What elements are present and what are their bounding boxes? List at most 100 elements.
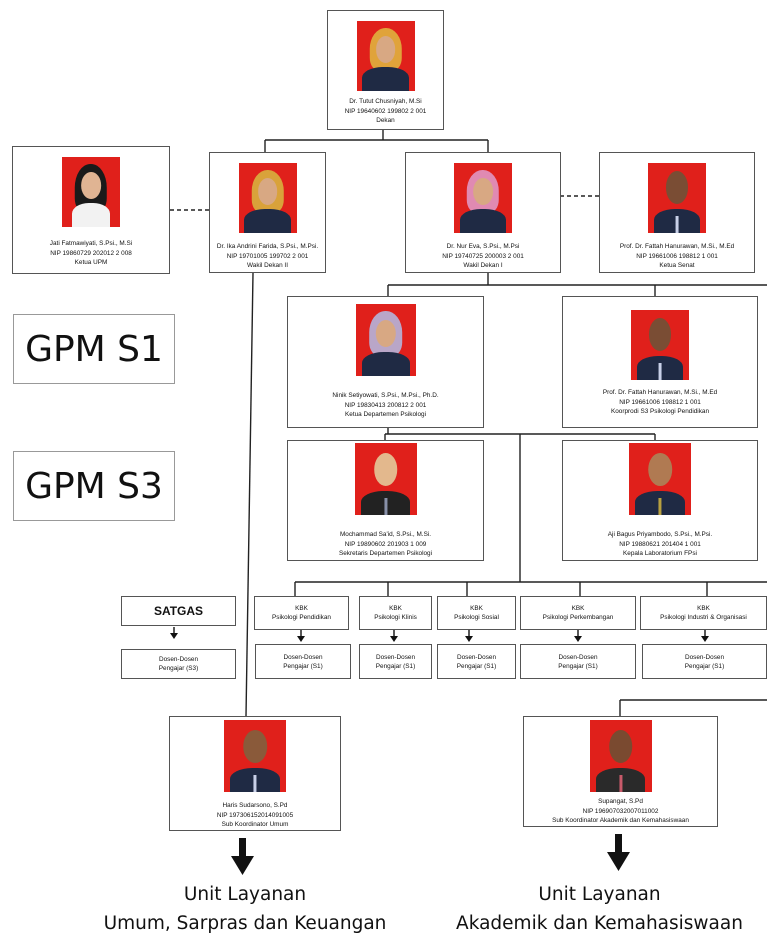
kbk-box-sosial: KBK Psikologi Sosial [437,596,516,630]
kepala-lab-role: Kepala Laboratorium FPsi [623,550,697,558]
ketua-upm-role: Ketua UPM [74,259,108,267]
kbk-prefix: KBK [571,605,585,612]
subkoor-akademik-card: Supangat, S.Pd NIP 196907032007011002 Su… [523,716,718,827]
satgas-dosen-line-2: Pengajar (S3) [158,665,199,672]
satgas-label: SATGAS [153,604,204,618]
sekretaris-name: Mochammad Sa'id, S.Psi., M.Si. [339,531,432,538]
satgas-box: SATGAS [121,596,236,626]
kbk-dosen-box-sosial: Dosen-Dosen Pengajar (S1) [437,644,516,679]
dekan-photo [356,21,415,91]
kbk-name: Psikologi Pendidikan [272,614,331,621]
wakil-dekan-2-card: Dr. Ika Andrini Farida, S.Psi., M.Psi. N… [209,152,326,273]
kbk-box-klinis: KBK Psikologi Klinis [359,596,432,630]
subkoor-umum-nip: NIP 197306152014091005 [216,811,294,819]
subkoor-akademik-nip: NIP 196907032007011002 [582,807,659,815]
kbk-prefix: KBK [295,605,308,612]
wakil-dekan-1-role: Wakil Dekan I [463,262,503,270]
gpm-s1-box: GPM S1 [13,314,175,384]
kbk-name: Psikologi Klinis [374,614,417,621]
ketua-senat-role: Ketua Senat [659,262,695,270]
kbk-dosen-box-perkembangan: Dosen-Dosen Pengajar (S1) [520,644,636,679]
kbk-dosen-box-klinis: Dosen-Dosen Pengajar (S1) [359,644,432,679]
kbk-dosen-line-1: Dosen-Dosen [375,654,416,661]
unit-umum-line-2: Umum, Sarpras dan Keuangan [103,913,387,934]
kbk-dosen-line-2: Pengajar (S1) [375,663,416,670]
wakil-dekan-2-name: Dr. Ika Andrini Farida, S.Psi., M.Psi. [216,243,319,250]
ketua-upm-photo [62,157,120,227]
kbk-dosen-line-1: Dosen-Dosen [684,654,725,661]
kbk-dosen-line-2: Pengajar (S1) [456,663,497,670]
ketua-senat-nip: NIP 19661006 198812 1 001 [636,252,718,260]
ketua-senat-photo [648,163,706,233]
gpm-s1-label: GPM S1 [25,328,163,370]
satgas-dosen-line-1: Dosen-Dosen [158,656,199,663]
kbk-dosen-line-1: Dosen-Dosen [283,654,323,661]
kepala-lab-name: Aji Bagus Priyambodo, S.Psi., M.Psi. [607,531,713,538]
kbk-dosen-line-1: Dosen-Dosen [558,654,598,661]
wakil-dekan-1-name: Dr. Nur Eva, S.Psi., M.Psi [446,243,520,250]
ketua-departemen-card: Ninik Setiyowati, S.Psi., M.Psi., Ph.D. … [287,296,484,428]
kepala-lab-card: Aji Bagus Priyambodo, S.Psi., M.Psi. NIP… [562,440,758,561]
wakil-dekan-1-card: Dr. Nur Eva, S.Psi., M.Psi NIP 19740725 … [405,152,561,273]
subkoor-umum-card: Haris Sudarsono, S.Pd NIP 19730615201409… [169,716,341,831]
kbk-box-pendidikan: KBK Psikologi Pendidikan [254,596,349,630]
subkoor-akademik-name: Supangat, S.Pd [598,798,643,805]
kbk-dosen-line-2: Pengajar (S1) [283,663,323,670]
wakil-dekan-1-photo [454,163,512,233]
koorprodi-s3-name: Prof. Dr. Fattah Hanurawan, M.Si., M.Ed [602,389,718,396]
unit-layanan-akademik: Unit Layanan Akademik dan Kemahasiswaan [432,880,767,938]
ketua-upm-name: Jati Fatmawiyati, S.Psi., M.Si [49,240,133,247]
ketua-upm-card: Jati Fatmawiyati, S.Psi., M.Si NIP 19860… [12,146,170,274]
subkoor-umum-name: Haris Sudarsono, S.Pd [222,802,288,809]
kepala-lab-photo [629,443,691,515]
ketua-departemen-name: Ninik Setiyowati, S.Psi., M.Psi., Ph.D. [332,392,439,399]
wakil-dekan-2-nip: NIP 19701005 199702 2 001 [226,252,309,260]
wakil-dekan-2-photo [238,163,297,233]
kepala-lab-nip: NIP 19880621 201404 1 001 [619,540,701,548]
unit-umum-line-1: Unit Layanan [183,884,307,905]
gpm-s3-box: GPM S3 [13,451,175,521]
ketua-senat-name: Prof. Dr. Fattah Hanurawan, M.Si., M.Ed [619,243,735,250]
sekretaris-role: Sekretaris Departemen Psikologi [338,550,433,558]
kbk-dosen-line-2: Pengajar (S1) [684,663,725,670]
sekretaris-photo [354,443,417,515]
koorprodi-s3-photo [631,310,689,380]
unit-layanan-umum: Unit Layanan Umum, Sarpras dan Keuangan [55,880,435,938]
dekan-card: Dr. Tutut Chusniyah, M.Si NIP 19640602 1… [327,10,444,130]
koorprodi-s3-nip: NIP 19661006 198812 1 001 [619,398,701,406]
kbk-dosen-box-industri: Dosen-Dosen Pengajar (S1) [642,644,767,679]
ketua-departemen-role: Ketua Departemen Psikologi [345,411,426,419]
koorprodi-s3-card: Prof. Dr. Fattah Hanurawan, M.Si., M.Ed … [562,296,758,428]
ketua-departemen-nip: NIP 19830413 200812 2 001 [344,401,427,409]
sekretaris-card: Mochammad Sa'id, S.Psi., M.Si. NIP 19890… [287,440,484,561]
kbk-name: Psikologi Industri & Organisasi [660,614,747,621]
kbk-name: Psikologi Perkembangan [542,614,614,621]
subkoor-umum-role: Sub Koordinator Umum [221,821,289,829]
dekan-nip: NIP 19640602 199802 2 001 [344,107,427,115]
kbk-box-perkembangan: KBK Psikologi Perkembangan [520,596,636,630]
kbk-dosen-box-pendidikan: Dosen-Dosen Pengajar (S1) [255,644,351,679]
kbk-prefix: KBK [470,605,483,612]
ketua-upm-nip: NIP 19860729 202012 2 008 [50,249,132,257]
unit-akademik-line-1: Unit Layanan [538,884,661,905]
dekan-role: Dekan [376,117,395,125]
kbk-dosen-line-2: Pengajar (S1) [558,663,598,670]
ketua-departemen-photo [355,304,416,376]
sekretaris-nip: NIP 19890602 201903 1 009 [344,540,427,548]
kbk-name: Psikologi Sosial [454,614,499,621]
koorprodi-s3-role: Koorprodi S3 Psikologi Pendidikan [610,408,710,416]
gpm-s3-label: GPM S3 [25,465,163,507]
kbk-box-industri: KBK Psikologi Industri & Organisasi [640,596,767,630]
wakil-dekan-2-role: Wakil Dekan II [247,262,288,270]
subkoor-akademik-photo [589,720,652,792]
kbk-prefix: KBK [697,605,710,612]
dekan-name: Dr. Tutut Chusniyah, M.Si [349,98,422,105]
satgas-dosen-box: Dosen-Dosen Pengajar (S3) [121,649,236,679]
ketua-senat-card: Prof. Dr. Fattah Hanurawan, M.Si., M.Ed … [599,152,755,273]
unit-akademik-line-2: Akademik dan Kemahasiswaan [456,913,743,934]
kbk-prefix: KBK [389,605,402,612]
subkoor-umum-photo [224,720,286,792]
kbk-dosen-line-1: Dosen-Dosen [456,654,497,661]
wakil-dekan-1-nip: NIP 19740725 200003 2 001 [442,252,524,260]
